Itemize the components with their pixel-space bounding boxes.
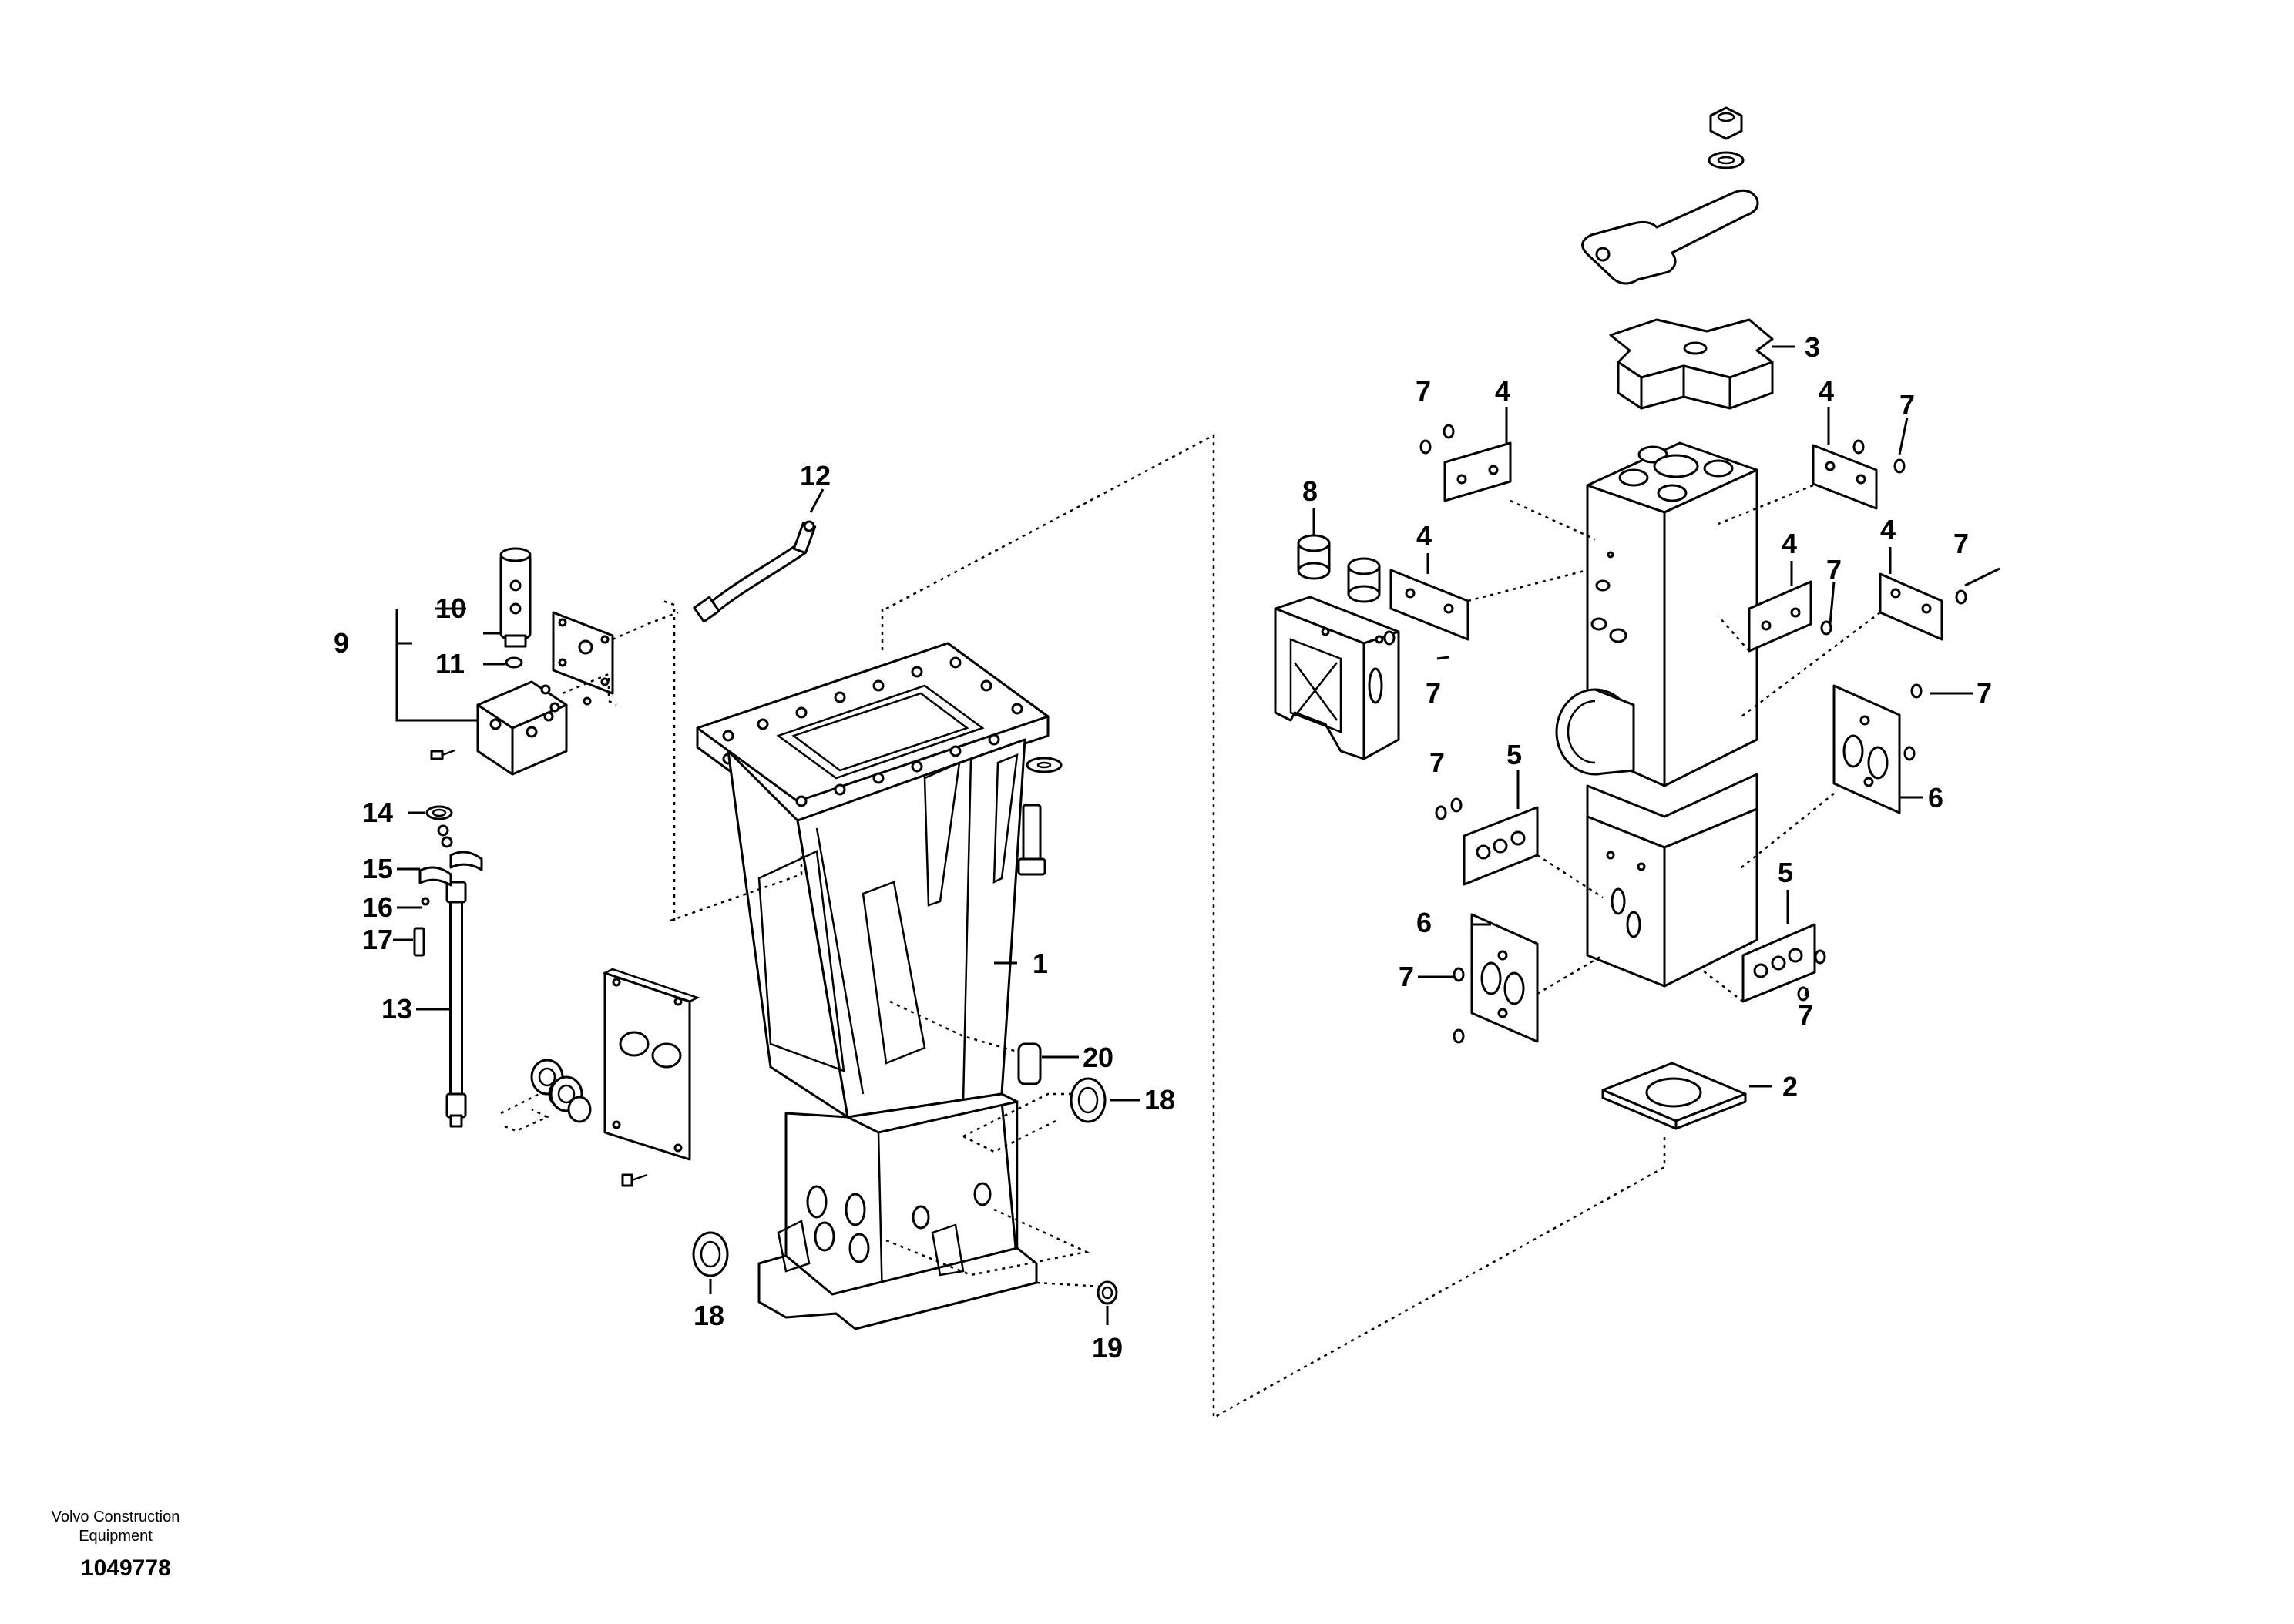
- callout-13: 13: [381, 993, 412, 1025]
- side-cover-plate: [602, 968, 700, 1161]
- hose-13: [445, 881, 467, 1128]
- callout-17: 17: [362, 924, 393, 955]
- damper-8b: [1347, 557, 1381, 603]
- callout-9: 9: [334, 627, 349, 659]
- callout-11: 11: [435, 648, 465, 679]
- callout-5-left: 5: [1506, 739, 1522, 770]
- top-washer: [1708, 151, 1745, 169]
- callout-7-i: 7: [1798, 999, 1813, 1031]
- callout-10: 10: [435, 592, 466, 624]
- small-screw: [430, 749, 455, 760]
- callout-18-bottom: 18: [694, 1300, 724, 1331]
- callout-8: 8: [1302, 475, 1318, 507]
- callout-7-c: 7: [1899, 389, 1915, 421]
- callout-5-right: 5: [1778, 857, 1793, 888]
- callout-7-h: 7: [1399, 961, 1414, 992]
- callout-7-a: 7: [1416, 375, 1431, 407]
- callout-leaders: [393, 345, 2000, 1325]
- footer: Volvo Construction Equipment 1049778: [52, 1508, 180, 1581]
- hose-12: [693, 520, 817, 623]
- damper-8a: [1297, 534, 1331, 580]
- clamp-screw: [413, 927, 425, 957]
- bottom-wear-plate: [1601, 1062, 1747, 1130]
- callout-4-far-right: 4: [1880, 514, 1896, 545]
- plate-5b: [1741, 923, 1816, 1003]
- brand-line-2: Equipment: [79, 1528, 153, 1545]
- callout-19: 19: [1092, 1332, 1123, 1364]
- plate-6b: [1832, 684, 1901, 814]
- shim-plate-4a: [1443, 441, 1512, 502]
- callout-labels: 1 2 3 4 4 4 4 4 5 5 6 6 7 7 7 7 7 7 7 7 …: [334, 331, 1992, 1364]
- shim-plate-4c: [1812, 444, 1878, 510]
- plug-20: [1017, 1042, 1042, 1085]
- bolt: [1017, 804, 1046, 876]
- plate-5a: [1463, 806, 1539, 886]
- callout-16: 16: [362, 891, 393, 923]
- screw: [621, 1173, 648, 1187]
- callout-7-b: 7: [1426, 677, 1441, 709]
- plug-19: [1097, 1280, 1118, 1305]
- o-rings-7: [1383, 424, 1967, 1044]
- valve-cartridge: [499, 547, 532, 648]
- adapter-fitting-b: [549, 1075, 592, 1123]
- valve-cover-plate: [552, 611, 614, 695]
- spanner: [1581, 189, 1759, 285]
- callout-2: 2: [1782, 1071, 1798, 1102]
- o-ring: [505, 656, 523, 669]
- callout-7-g: 7: [1429, 747, 1445, 778]
- callout-4-mid-left: 4: [1416, 520, 1432, 552]
- callout-7-d: 7: [1826, 554, 1842, 586]
- buffer-block: [1274, 596, 1400, 760]
- brand-line-1: Volvo Construction: [52, 1508, 180, 1525]
- plug-18-lower: [692, 1231, 729, 1277]
- callout-4-top-left: 4: [1495, 375, 1510, 407]
- callout-20: 20: [1083, 1042, 1113, 1073]
- top-nut: [1709, 106, 1743, 140]
- shim-plate-4d: [1748, 580, 1812, 653]
- callout-4-top-right: 4: [1819, 375, 1834, 407]
- callout-7-e: 7: [1953, 528, 1969, 559]
- seal-ring: [425, 805, 453, 820]
- power-cell: [1555, 441, 1758, 988]
- callout-7-f: 7: [1977, 677, 1992, 709]
- shim-plate-4e: [1879, 572, 1943, 641]
- callout-15: 15: [362, 853, 393, 884]
- plug-18-upper: [1070, 1077, 1107, 1123]
- callout-1: 1: [1033, 948, 1048, 979]
- callout-6-right: 6: [1928, 782, 1943, 814]
- callout-12: 12: [800, 460, 831, 492]
- washer: [1026, 757, 1063, 773]
- shim-plate-4b: [1389, 569, 1469, 641]
- top-adapter: [1609, 318, 1774, 410]
- plate-6a: [1470, 913, 1539, 1043]
- assembly-guides: [500, 433, 1881, 1420]
- callout-3: 3: [1805, 331, 1820, 363]
- valve-block: [476, 680, 568, 776]
- callout-4-mid-right: 4: [1782, 528, 1797, 559]
- callout-18-right: 18: [1144, 1084, 1175, 1116]
- clamp: [418, 851, 483, 887]
- callout-6-left: 6: [1416, 907, 1432, 938]
- drawing-number: 1049778: [81, 1555, 171, 1581]
- housing-body: [696, 642, 1050, 1330]
- callout-14: 14: [362, 797, 393, 828]
